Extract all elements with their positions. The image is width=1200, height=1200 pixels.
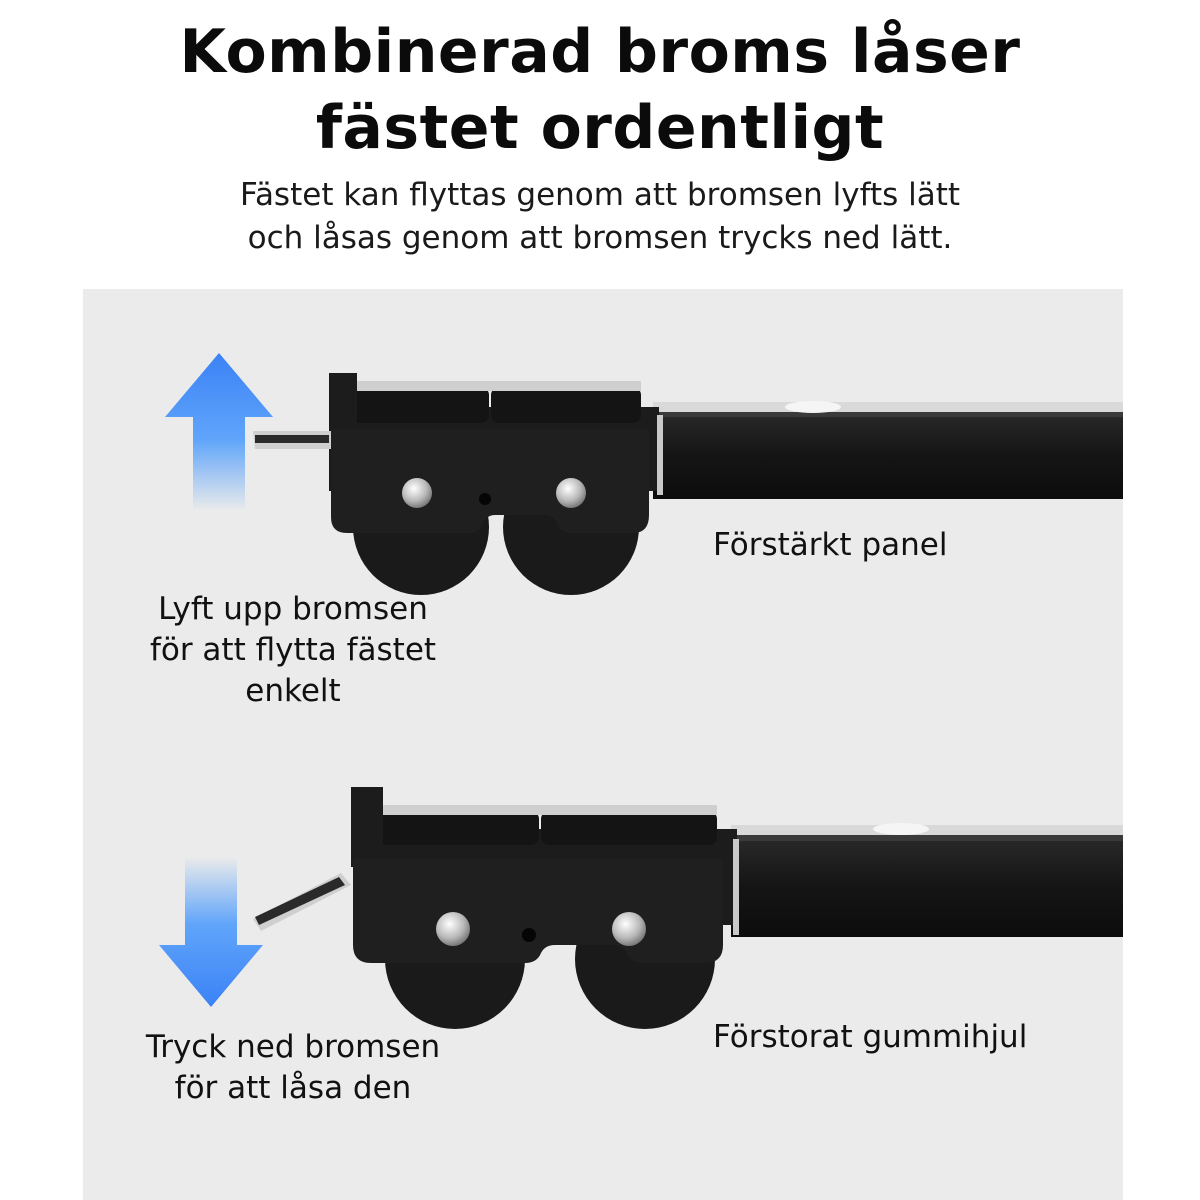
description-line-1: Fästet kan flyttas genom att bromsen lyf… [239,177,961,213]
reinforced-panel-label: Förstärkt panel [713,527,948,563]
title-line-1: Kombinerad broms låser [179,17,1021,87]
arrow-up-icon [165,353,273,511]
press-caption-line-2: för att låsa den [174,1070,412,1106]
product-image-panel: Lyft upp bromsen för att flytta fästet e… [83,289,1123,1200]
description-line-2: och låsas genom att bromsen trycks ned l… [247,220,953,256]
lift-caption-line-1: Lyft upp bromsen [158,591,428,627]
product-illustration [159,353,1123,1029]
arrow-down-icon [159,857,263,1007]
rubber-wheel-label: Förstorat gummihjul [713,1019,1028,1055]
caster-top-lifted-brake [253,373,1123,595]
caster-bottom-pressed-brake [253,787,1123,1029]
press-caption-line-1: Tryck ned bromsen [145,1029,441,1065]
lift-caption-line-3: enkelt [245,673,341,709]
press-brake-caption: Tryck ned bromsen för att låsa den [123,1027,463,1109]
lift-brake-caption: Lyft upp bromsen för att flytta fästet e… [123,589,463,712]
page-description: Fästet kan flyttas genom att bromsen lyf… [0,174,1200,260]
title-line-2: fästet ordentligt [315,93,885,163]
page-title: Kombinerad broms låser fästet ordentligt [0,14,1200,166]
lift-caption-line-2: för att flytta fästet [149,632,437,668]
